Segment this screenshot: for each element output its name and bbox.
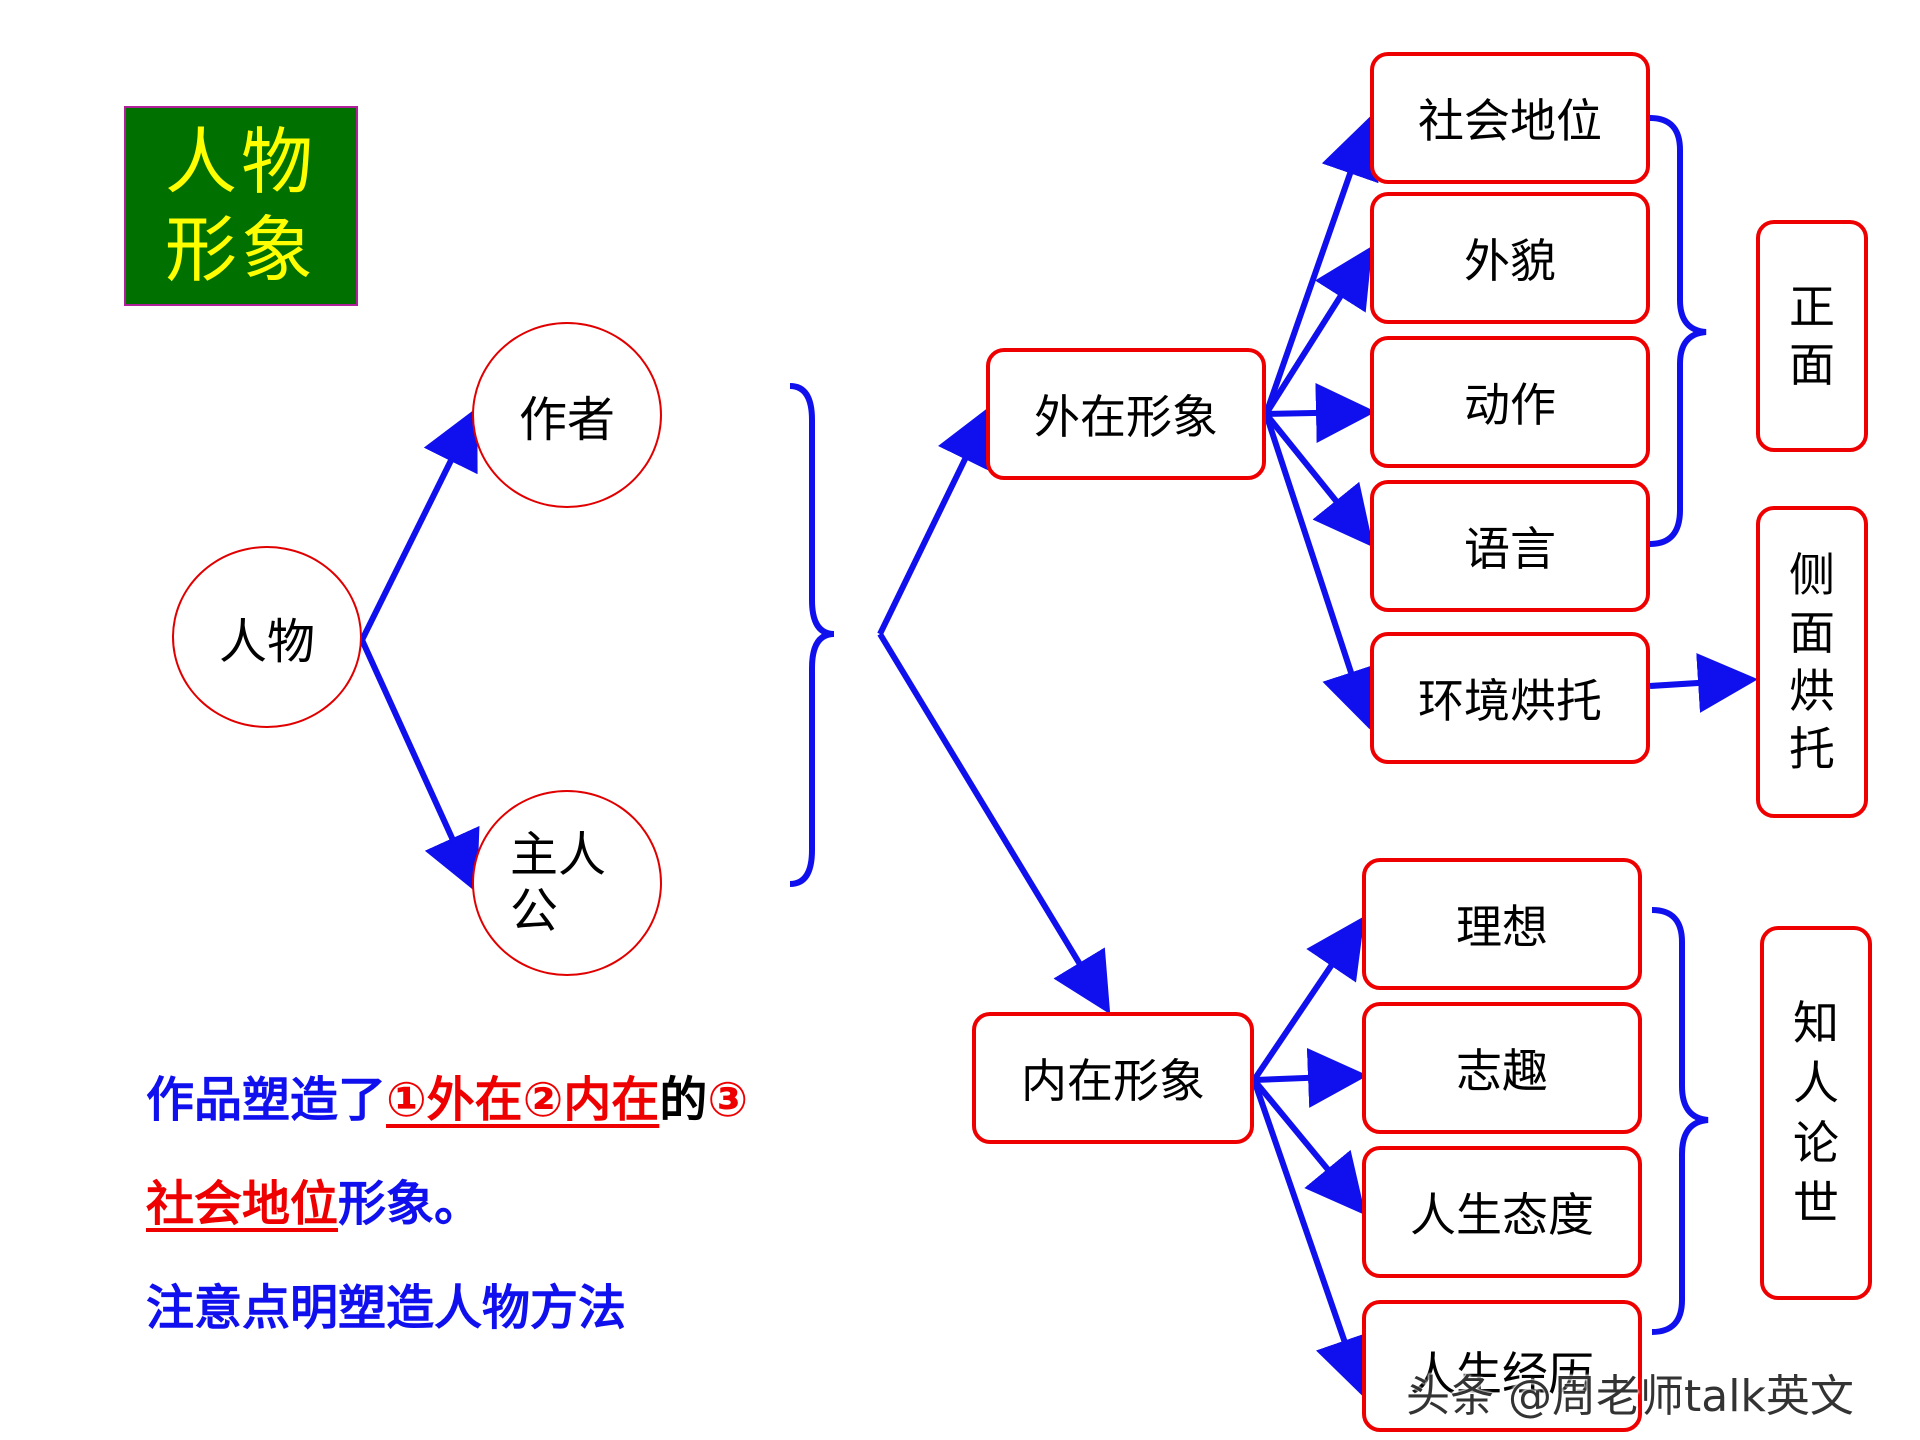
root-node-label: 人物 [218,614,315,670]
note-text: 的 [659,1072,708,1128]
front-char: 面 [1789,338,1835,392]
inner-item-experience: 人生经历 [1362,1300,1642,1432]
outer-item-label: 社会地位 [1418,94,1602,148]
main-brace [789,383,835,887]
arrow-root-to-author [359,407,478,642]
arrow-outer-5 [1263,413,1380,730]
arrow-outer-2 [1263,245,1373,416]
protagonist-node-label: 主人公 [510,827,607,939]
arrow-inner-2 [1253,1047,1368,1108]
inner-brace [1651,907,1709,1335]
outer-item-label: 外貌 [1464,234,1556,288]
note-highlight: ①外在②内在 [386,1072,660,1128]
note-line-3: 注意点明塑造人物方法 [146,1280,627,1336]
inner-item-label: 志趣 [1456,1044,1548,1098]
note-line-2: 社会地位形象。 [146,1164,482,1234]
outer-item-environment: 环境烘托 [1370,632,1650,764]
inner-item-label: 理想 [1456,900,1548,954]
outer-image-box: 外在形象 [986,348,1266,480]
arrow-to-outer [877,405,992,636]
author-node-label: 作者 [518,392,615,448]
outer-item-action: 动作 [1370,336,1650,468]
front-char: 正 [1789,280,1835,334]
outer-image-label: 外在形象 [1034,390,1218,444]
arrow-outer-3 [1265,382,1376,443]
arrow-to-inner [877,632,1111,1015]
knowing-char: 人 [1793,1056,1839,1110]
outer-item-label: 环境烘托 [1418,674,1602,728]
title-badge: 人物 形象 [124,106,358,306]
author-node: 作者 [472,322,662,508]
outer-item-label: 动作 [1464,378,1556,432]
arrow-inner-1 [1251,916,1365,1082]
protagonist-node: 主人公 [472,790,662,976]
arrow-inner-3 [1251,1078,1366,1216]
inner-item-label: 人生态度 [1410,1188,1594,1242]
note-text: 作品塑造了 [146,1072,387,1128]
outer-item-language: 语言 [1370,480,1650,612]
inner-image-label: 内在形象 [1021,1054,1205,1108]
title-line-2: 形象 [164,208,317,292]
knowing-char: 世 [1793,1176,1839,1230]
knowing-char: 知 [1793,996,1839,1050]
outer-item-social-status: 社会地位 [1370,52,1650,184]
arrow-outer-4 [1263,412,1374,548]
title-line-1: 人物 [164,120,317,204]
side-char: 托 [1789,722,1835,776]
note-line-1: 作品塑造了①外在②内在的③ [146,1060,748,1130]
arrow-outer-1 [1263,116,1379,415]
front-box: 正 面 [1756,220,1868,452]
front-brace [1649,115,1707,547]
arrow-root-to-protagonist [359,638,480,893]
outer-item-appearance: 外貌 [1370,192,1650,324]
inner-item-label: 人生经历 [1410,1347,1594,1401]
side-char: 烘 [1789,664,1835,718]
outer-item-label: 语言 [1464,522,1556,576]
inner-item-ideal: 理想 [1362,858,1642,990]
arrow-inner-4 [1251,1079,1373,1398]
inner-item-interest: 志趣 [1362,1002,1642,1134]
root-node: 人物 [172,546,362,728]
inner-item-attitude: 人生态度 [1362,1146,1642,1278]
note-highlight: ③ [707,1072,748,1128]
knowing-char: 论 [1793,1116,1839,1170]
note-highlight: 社会地位 [146,1176,339,1232]
side-char: 面 [1789,606,1835,660]
knowing-box: 知 人 论 世 [1760,926,1872,1300]
inner-image-box: 内在形象 [972,1012,1254,1144]
arrow-env-to-side [1649,653,1758,713]
watermark: 头条 @周老师talk英文 [1406,1371,1854,1422]
side-char: 侧 [1789,548,1835,602]
note-text: 形象。 [338,1176,483,1232]
side-box: 侧 面 烘 托 [1756,506,1868,818]
